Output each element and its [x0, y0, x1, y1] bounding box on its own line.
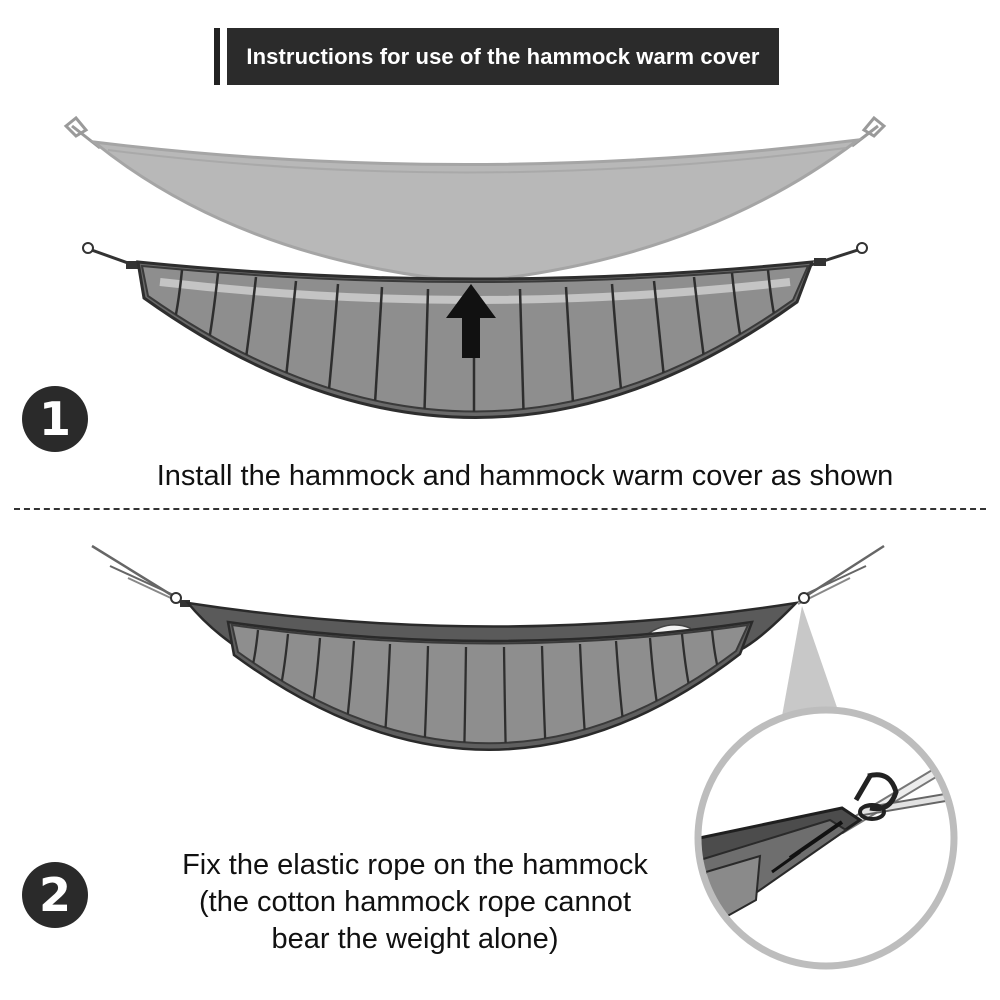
- step-2-caption-line-3: bear the weight alone): [271, 923, 559, 955]
- step-2-caption: Fix the elastic rope on the hammock (the…: [120, 847, 710, 958]
- step-2-caption-line-1: Fix the elastic rope on the hammock: [182, 849, 648, 881]
- step-1-caption: Install the hammock and hammock warm cov…: [156, 460, 894, 492]
- section-divider: [14, 508, 986, 510]
- step-2-caption-line-2: (the cotton hammock rope cannot: [198, 886, 631, 918]
- step1-hammock: [63, 115, 887, 284]
- title-accent-bar: [214, 28, 220, 85]
- zoom-detail: [694, 706, 958, 970]
- step2-hammock: [91, 544, 885, 751]
- step-2-badge: 2: [22, 862, 88, 928]
- zoom-callout: [782, 606, 840, 716]
- title-banner: Instructions for use of the hammock warm…: [214, 28, 779, 85]
- up-arrow-icon: [446, 284, 496, 358]
- step-1-badge: 1: [22, 386, 88, 452]
- page-title: Instructions for use of the hammock warm…: [227, 28, 779, 85]
